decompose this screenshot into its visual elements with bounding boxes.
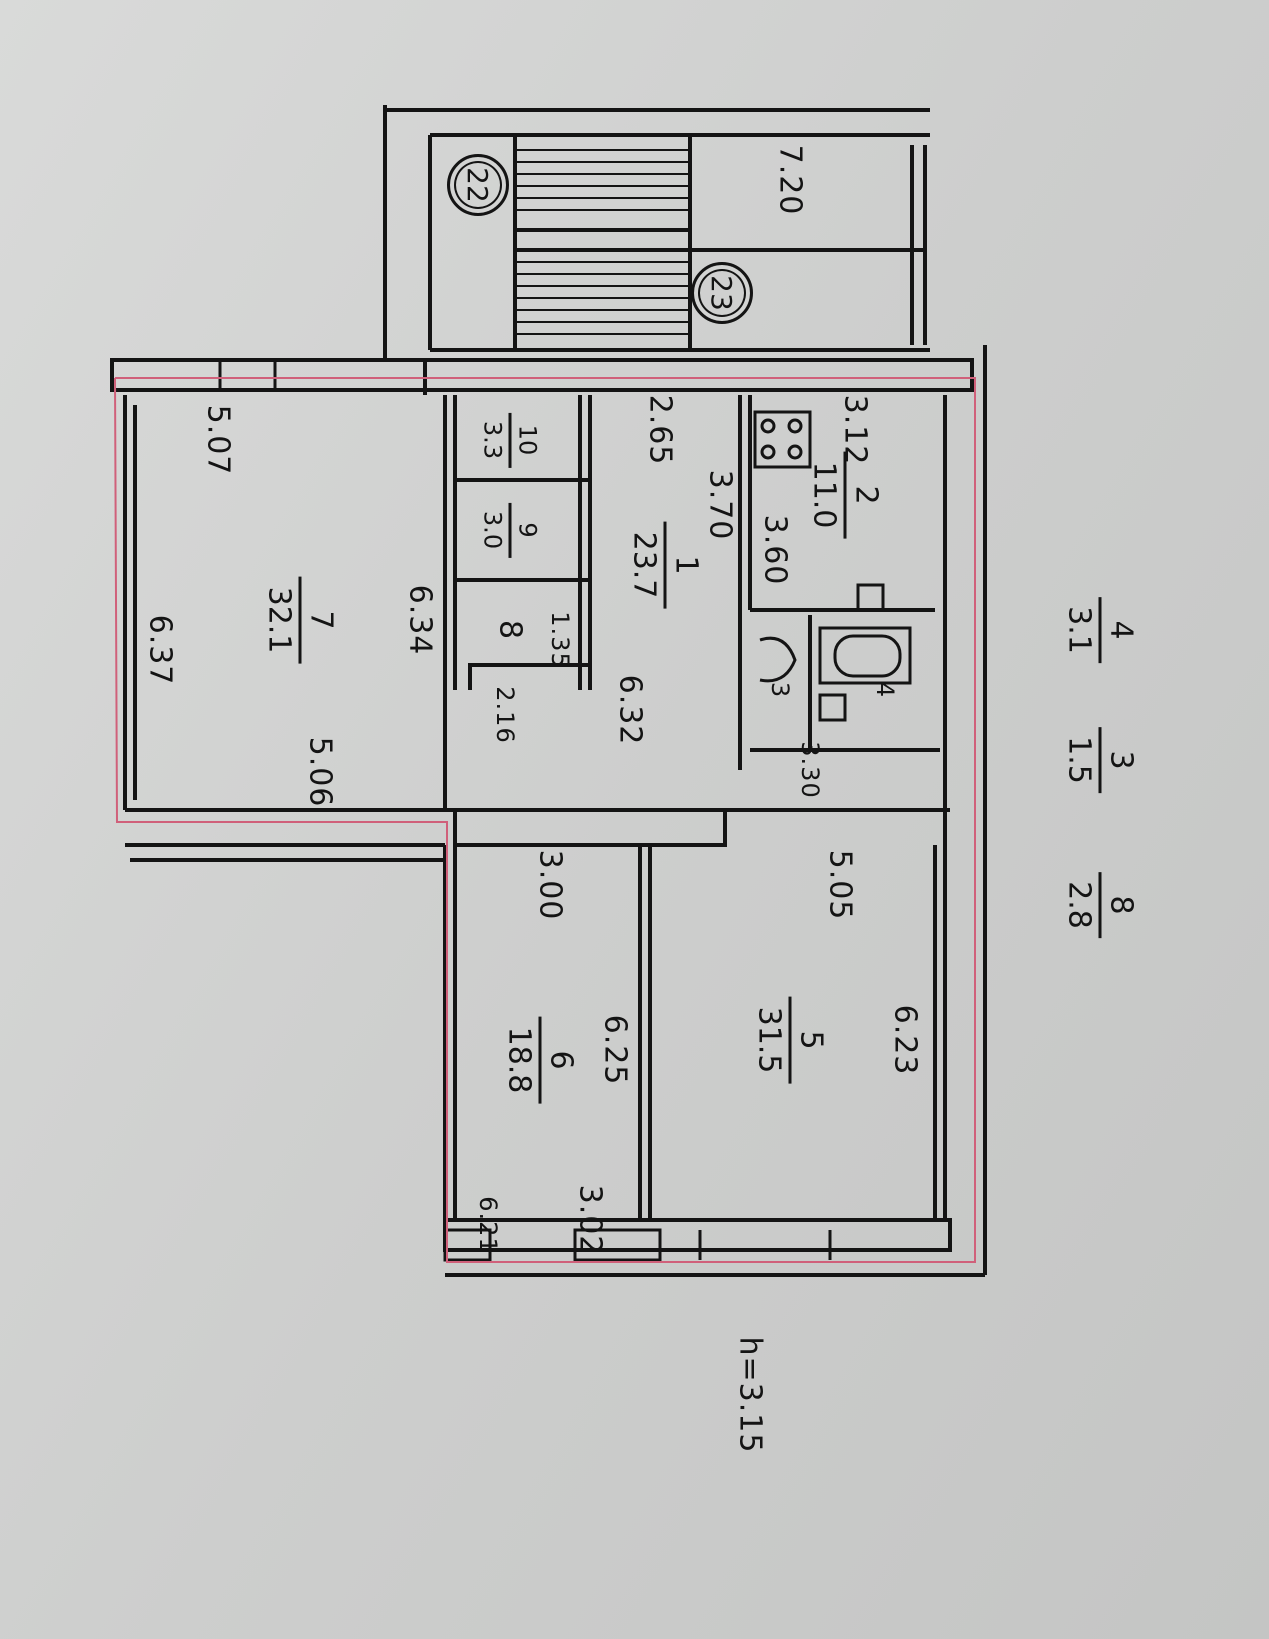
legend-number: 8: [1103, 895, 1139, 915]
room7-dim: 5.06: [302, 736, 338, 808]
ceiling-height: h=3.15: [732, 1336, 768, 1454]
stair-marker-22: 22: [447, 154, 509, 216]
room8-dim: 1.35: [546, 611, 574, 669]
room1-dim: 6.32: [612, 674, 648, 746]
sink-icon: [818, 583, 885, 722]
room-number: 2: [848, 485, 884, 505]
room-number: 1: [668, 555, 704, 575]
room4-dim: 3.30: [796, 741, 824, 799]
room7-dim: 5.07: [200, 404, 236, 476]
stairwell-walls: [383, 105, 930, 395]
room6-dim: 6.25: [597, 1014, 633, 1086]
stair-marker-23: 23: [691, 262, 753, 324]
room-area: 32.1: [261, 586, 297, 654]
room-area: 3.3: [478, 420, 507, 460]
stove-icon: [753, 410, 812, 469]
room6-dim: 3.02: [572, 1184, 608, 1256]
room-number: 9: [513, 522, 542, 538]
marker-label: 23: [705, 275, 739, 311]
stair-treads: [515, 149, 690, 335]
bathtub-icon: [818, 626, 912, 685]
room-number: 10: [513, 424, 542, 456]
room5-dim: 5.05: [822, 849, 858, 921]
room1-dim: 2.65: [642, 394, 678, 466]
room-number: 7: [303, 610, 339, 630]
room-area: 23.7: [626, 531, 662, 599]
room-number: 5: [793, 1030, 829, 1050]
windows: [218, 358, 832, 1262]
marker-label: 22: [461, 167, 495, 203]
room8-dim: 2.16: [491, 686, 519, 744]
room8-number: 8: [492, 619, 528, 641]
room5-dim: 6.23: [887, 1004, 923, 1076]
legend-area: 2.8: [1061, 881, 1097, 929]
room7-dim: 6.37: [142, 614, 178, 686]
room1-dim: 3.70: [702, 469, 738, 541]
room3-number: 3: [766, 681, 794, 699]
boundary-outline: [114, 377, 976, 1263]
landing-dimension: 7.20: [772, 144, 808, 216]
legend-area: 1.5: [1061, 736, 1097, 784]
toilet-icon: [759, 636, 797, 683]
room-area: 31.5: [751, 1006, 787, 1074]
legend-area: 3.1: [1061, 606, 1097, 654]
legend-number: 3: [1103, 750, 1139, 770]
room6-dim: 3.00: [532, 849, 568, 921]
room-area: 3.0: [478, 510, 507, 550]
room-area: 11.0: [806, 461, 842, 529]
interior-walls: [443, 395, 940, 1220]
legend-number: 4: [1103, 620, 1139, 640]
room6-dim: 6.21: [474, 1196, 502, 1254]
room7-dim: 6.34: [402, 584, 438, 656]
room-number: 6: [543, 1050, 579, 1070]
room-area: 18.8: [501, 1026, 537, 1094]
room2-dim: 3.60: [757, 514, 793, 586]
room4-number: 4: [871, 681, 899, 699]
